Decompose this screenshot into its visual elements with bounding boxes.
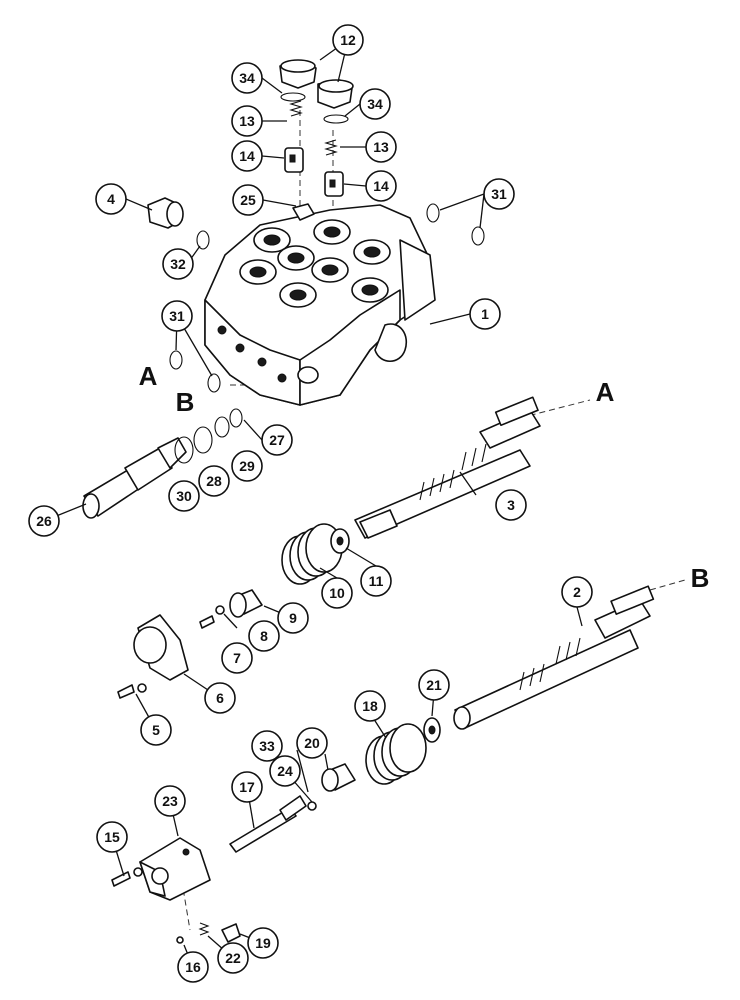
callout-number: 4 — [107, 191, 115, 207]
cap-6-group — [117, 589, 263, 699]
callout-33: 33 — [251, 730, 283, 762]
callout-27: 27 — [261, 424, 293, 456]
callout-1: 1 — [469, 298, 501, 330]
callout-number: 31 — [491, 186, 507, 202]
callout-number: 21 — [426, 677, 442, 693]
callout-number: 28 — [206, 473, 222, 489]
callout-number: 12 — [340, 32, 356, 48]
callout-number: 26 — [36, 513, 52, 529]
callout-5: 5 — [140, 714, 172, 746]
callout-11: 11 — [360, 565, 392, 597]
callout-17: 17 — [231, 771, 263, 803]
callout-number: 15 — [104, 829, 120, 845]
callout-number: 14 — [373, 178, 389, 194]
callout-number: 34 — [239, 70, 255, 86]
callout-29: 29 — [231, 450, 263, 482]
callout-number: 32 — [170, 256, 186, 272]
callout-number: 1 — [481, 306, 489, 322]
callout-number: 6 — [216, 690, 224, 706]
callout-2: 2 — [561, 576, 593, 608]
callout-number: 16 — [185, 959, 201, 975]
spring-10 — [281, 523, 350, 585]
callout-number: 2 — [573, 584, 581, 600]
callout-3: 3 — [495, 489, 527, 521]
spring-18-group — [229, 717, 441, 853]
callout-7: 7 — [221, 642, 253, 674]
callout-31-top: 31 — [483, 178, 515, 210]
callout-number: 11 — [369, 573, 384, 589]
callout-number: 31 — [169, 308, 185, 324]
plug-and-rings — [147, 197, 485, 393]
callout-number: 3 — [507, 497, 515, 513]
port-label-b-right: B — [691, 563, 710, 593]
callout-20: 20 — [296, 727, 328, 759]
callout-22: 22 — [217, 942, 249, 974]
port-label-a-right: A — [596, 377, 615, 407]
callout-26: 26 — [28, 505, 60, 537]
callout-number: 14 — [239, 148, 255, 164]
callout-number: 24 — [277, 763, 293, 779]
callout-number: 20 — [304, 735, 320, 751]
callout-28: 28 — [198, 465, 230, 497]
callout-13-right: 13 — [365, 131, 397, 163]
check-valve-stack — [279, 59, 354, 221]
callout-number: 13 — [373, 139, 389, 155]
callout-number: 30 — [176, 488, 192, 504]
callout-24: 24 — [269, 755, 301, 787]
callout-number: 17 — [239, 779, 255, 795]
callout-14-left: 14 — [231, 140, 263, 172]
callout-number: 13 — [239, 113, 255, 129]
port-label-b-left: B — [176, 387, 195, 417]
callout-number: 10 — [329, 585, 345, 601]
relief-valve — [82, 408, 243, 519]
valve-body — [204, 204, 436, 406]
callout-4: 4 — [95, 183, 127, 215]
callout-number: 25 — [240, 192, 256, 208]
callout-14-right: 14 — [365, 170, 397, 202]
callout-number: 33 — [259, 738, 275, 754]
callout-32: 32 — [162, 248, 194, 280]
callout-number: 23 — [162, 793, 178, 809]
callout-31-left: 31 — [161, 300, 193, 332]
callout-34-right: 34 — [359, 88, 391, 120]
callout-23: 23 — [154, 785, 186, 817]
callout-6: 6 — [204, 682, 236, 714]
port-label-a-left: A — [139, 361, 158, 391]
callout-12: 12 — [332, 24, 364, 56]
callout-34-left: 34 — [231, 62, 263, 94]
spool-2 — [453, 585, 655, 730]
callout-number: 27 — [269, 432, 285, 448]
callout-number: 22 — [225, 950, 241, 966]
callout-18: 18 — [354, 690, 386, 722]
callout-19: 19 — [247, 927, 279, 959]
callout-number: 19 — [255, 935, 271, 951]
callout-13-left: 13 — [231, 105, 263, 137]
callout-21: 21 — [418, 669, 450, 701]
callout-number: 29 — [239, 458, 255, 474]
callout-number: 8 — [260, 628, 268, 644]
callout-9: 9 — [277, 602, 309, 634]
callout-16: 16 — [177, 951, 209, 983]
callout-number: 7 — [233, 650, 241, 666]
callout-number: 5 — [152, 722, 160, 738]
callout-8: 8 — [248, 620, 280, 652]
callout-25: 25 — [232, 184, 264, 216]
callout-number: 34 — [367, 96, 383, 112]
callout-15: 15 — [96, 821, 128, 853]
callout-10: 10 — [321, 577, 353, 609]
housing-23-group — [111, 837, 241, 944]
spool-3 — [354, 396, 541, 539]
callout-30: 30 — [168, 480, 200, 512]
callout-number: 18 — [362, 698, 378, 714]
callout-number: 9 — [289, 610, 297, 626]
